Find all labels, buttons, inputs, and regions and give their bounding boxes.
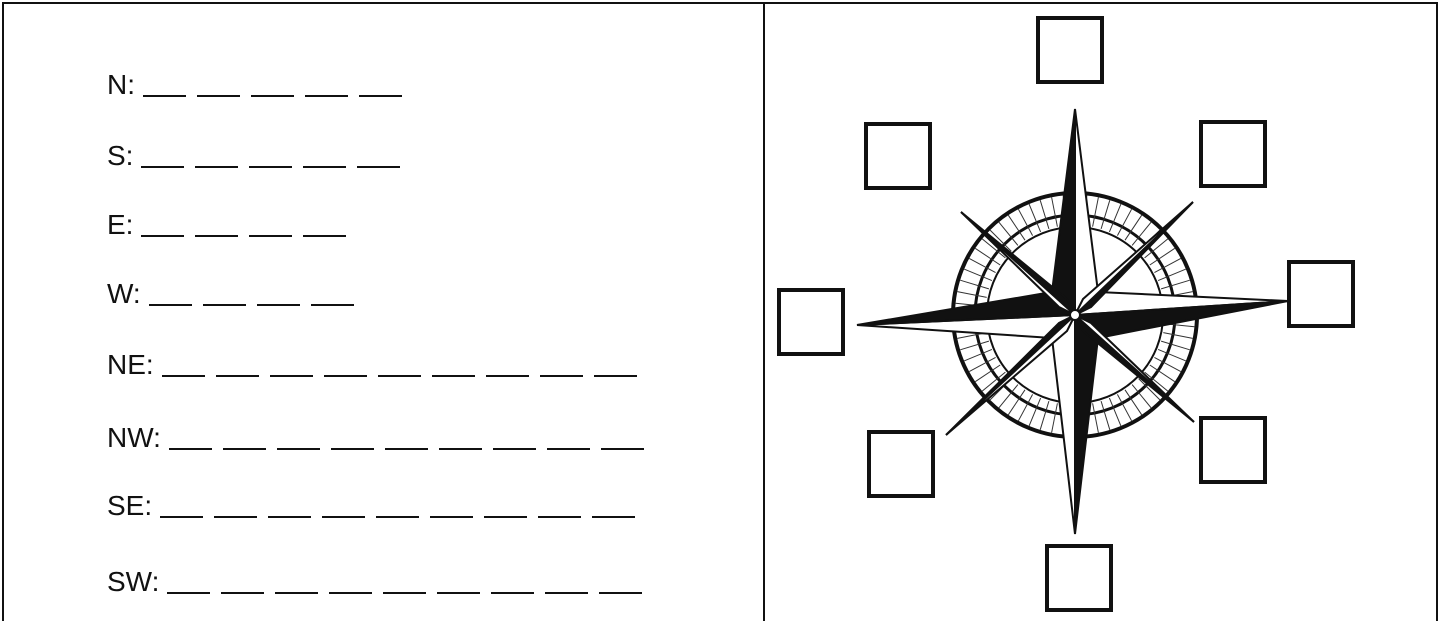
direction-row-e: E:: [107, 201, 346, 241]
letter-blank[interactable]: [251, 95, 294, 97]
letter-blank[interactable]: [303, 166, 346, 168]
letter-blank[interactable]: [383, 592, 426, 594]
compass-rose-panel: [765, 2, 1438, 621]
letter-blank[interactable]: [277, 448, 320, 450]
direction-row-nw: NW:: [107, 414, 644, 454]
letter-blank[interactable]: [167, 592, 210, 594]
letter-blank[interactable]: [275, 592, 318, 594]
letter-blank[interactable]: [303, 235, 346, 237]
letter-blank[interactable]: [223, 448, 266, 450]
northeast-answer-box[interactable]: [1199, 120, 1267, 188]
letter-blank[interactable]: [359, 95, 402, 97]
letter-blank[interactable]: [311, 304, 354, 306]
letter-blank[interactable]: [599, 592, 642, 594]
letter-blank[interactable]: [430, 516, 473, 518]
letter-blanks: [167, 592, 642, 598]
direction-answer-panel: N: S: E: W: NE: NW: SE: SW:: [2, 2, 765, 621]
letter-blanks: [149, 304, 354, 310]
direction-label: N:: [107, 69, 135, 101]
letter-blank[interactable]: [322, 516, 365, 518]
direction-row-w: W:: [107, 270, 354, 310]
letter-blank[interactable]: [195, 235, 238, 237]
letter-blank[interactable]: [268, 516, 311, 518]
direction-label: NW:: [107, 422, 161, 454]
letter-blank[interactable]: [141, 235, 184, 237]
letter-blank[interactable]: [149, 304, 192, 306]
letter-blank[interactable]: [437, 592, 480, 594]
direction-label: NE:: [107, 349, 154, 381]
letter-blank[interactable]: [493, 448, 536, 450]
letter-blank[interactable]: [216, 375, 259, 377]
west-answer-box[interactable]: [777, 288, 845, 356]
direction-label: W:: [107, 278, 141, 310]
direction-label: SW:: [107, 566, 159, 598]
north-answer-box[interactable]: [1036, 16, 1104, 84]
direction-row-se: SE:: [107, 482, 635, 522]
direction-label: S:: [107, 140, 133, 172]
letter-blank[interactable]: [203, 304, 246, 306]
letter-blanks: [141, 166, 400, 172]
letter-blank[interactable]: [329, 592, 372, 594]
letter-blank[interactable]: [305, 95, 348, 97]
letter-blank[interactable]: [538, 516, 581, 518]
southwest-answer-box[interactable]: [867, 430, 935, 498]
letter-blank[interactable]: [385, 448, 428, 450]
east-answer-box[interactable]: [1287, 260, 1355, 328]
northwest-answer-box[interactable]: [864, 122, 932, 190]
letter-blank[interactable]: [601, 448, 644, 450]
letter-blanks: [169, 448, 644, 454]
letter-blank[interactable]: [545, 592, 588, 594]
letter-blank[interactable]: [221, 592, 264, 594]
letter-blank[interactable]: [331, 448, 374, 450]
letter-blank[interactable]: [547, 448, 590, 450]
letter-blanks: [162, 375, 637, 381]
letter-blank[interactable]: [486, 375, 529, 377]
letter-blank[interactable]: [432, 375, 475, 377]
letter-blank[interactable]: [249, 166, 292, 168]
letter-blank[interactable]: [592, 516, 635, 518]
direction-label: E:: [107, 209, 133, 241]
letter-blank[interactable]: [162, 375, 205, 377]
letter-blank[interactable]: [169, 448, 212, 450]
letter-blank[interactable]: [143, 95, 186, 97]
letter-blank[interactable]: [378, 375, 421, 377]
southeast-answer-box[interactable]: [1199, 416, 1267, 484]
letter-blank[interactable]: [540, 375, 583, 377]
letter-blank[interactable]: [214, 516, 257, 518]
direction-label: SE:: [107, 490, 152, 522]
direction-row-sw: SW:: [107, 558, 642, 598]
south-answer-box[interactable]: [1045, 544, 1113, 612]
letter-blank[interactable]: [324, 375, 367, 377]
letter-blank[interactable]: [257, 304, 300, 306]
letter-blank[interactable]: [594, 375, 637, 377]
direction-row-n: N:: [107, 61, 402, 101]
letter-blank[interactable]: [439, 448, 482, 450]
letter-blanks: [143, 95, 402, 101]
letter-blank[interactable]: [197, 95, 240, 97]
letter-blank[interactable]: [195, 166, 238, 168]
letter-blank[interactable]: [160, 516, 203, 518]
letter-blanks: [141, 235, 346, 241]
direction-row-s: S:: [107, 132, 400, 172]
letter-blank[interactable]: [249, 235, 292, 237]
letter-blank[interactable]: [484, 516, 527, 518]
letter-blank[interactable]: [270, 375, 313, 377]
direction-row-ne: NE:: [107, 341, 637, 381]
letter-blank[interactable]: [141, 166, 184, 168]
letter-blank[interactable]: [376, 516, 419, 518]
letter-blanks: [160, 516, 635, 522]
letter-blank[interactable]: [357, 166, 400, 168]
letter-blank[interactable]: [491, 592, 534, 594]
